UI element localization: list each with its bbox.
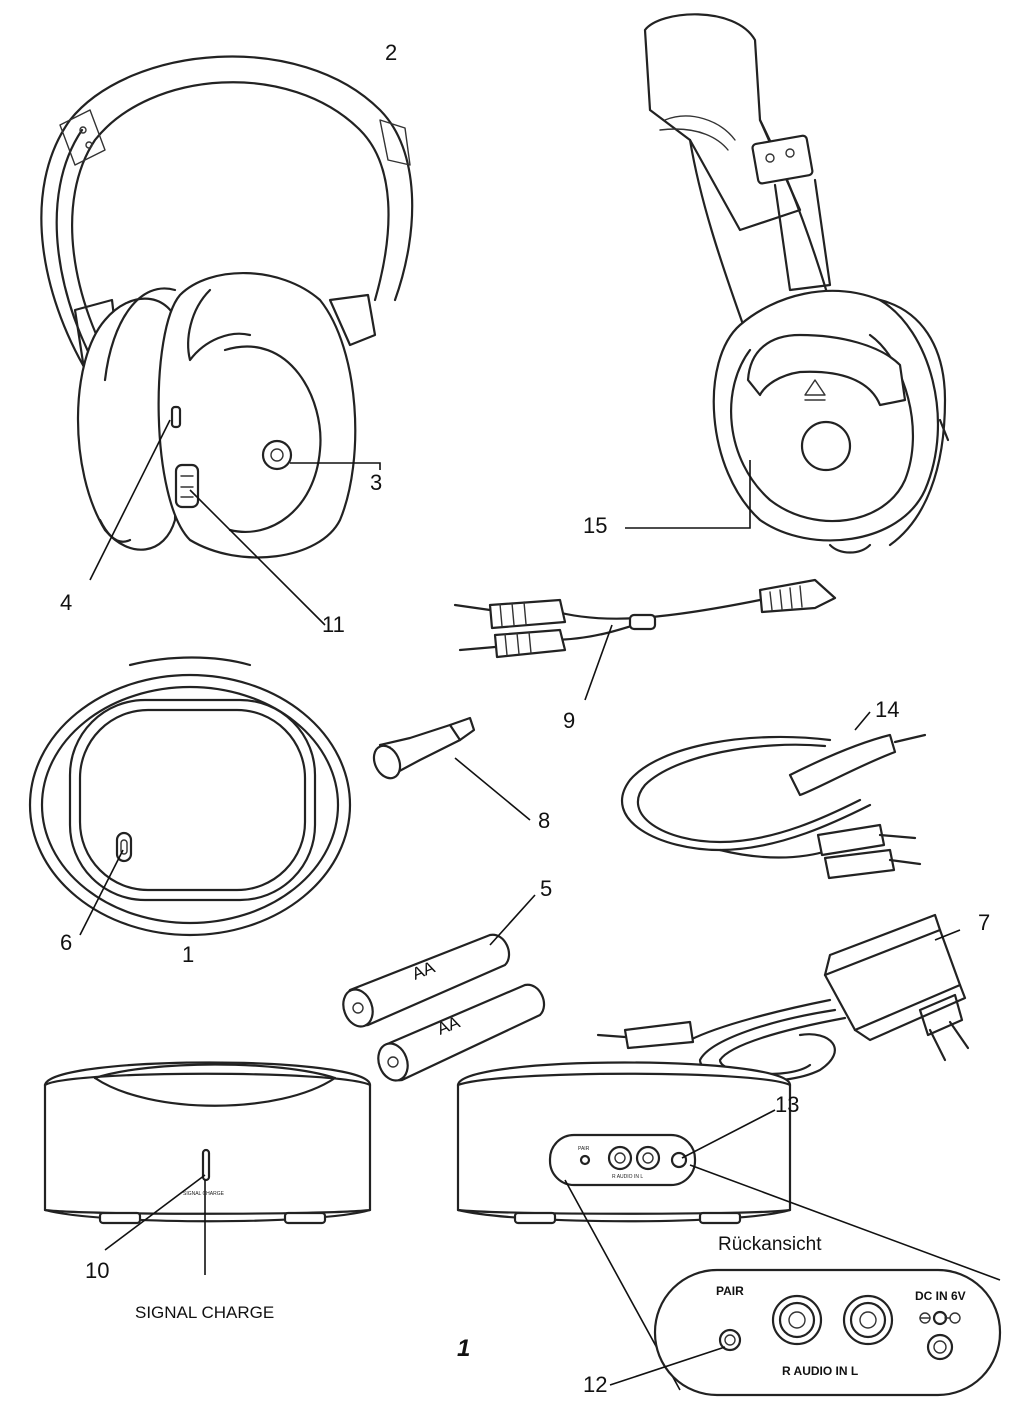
callout-14: 14 [875,697,899,722]
transmitter-front-view [43,1061,372,1225]
rear-panel-zoom [564,1164,1002,1397]
transmitter-back-view [456,1061,792,1225]
jack-adapter [372,716,476,780]
callout-4: 4 [60,590,72,615]
callout-15: 15 [583,513,607,538]
callout-7: 7 [978,910,990,935]
back-audio-in-small: R AUDIO IN L [612,1174,643,1180]
power-adapter [596,913,970,1083]
callout-1: 1 [182,942,194,967]
callout-3: 3 [370,470,382,495]
rear-view-label: Rückansicht [718,1234,822,1255]
callout-13: 13 [775,1092,799,1117]
dc-in-label: DC IN 6V [915,1289,966,1303]
callout-9: 9 [563,708,575,733]
back-pair-small: PAIR [578,1146,590,1152]
rca-y-cable [453,578,837,659]
callout-5: 5 [540,876,552,901]
callout-12: 12 [583,1372,607,1397]
leader-lines [79,419,961,1386]
transmitter-top-view [28,656,352,937]
headphones-rear-view [643,13,950,554]
jack-to-rca-cable [621,733,927,880]
callout-8: 8 [538,808,550,833]
audio-in-label: R AUDIO IN L [782,1364,858,1378]
headphones-front-view [40,55,414,559]
callout-2: 2 [385,40,397,65]
callout-11: 11 [322,612,345,637]
front-signal-charge-small: SIGNAL CHARGE [183,1191,225,1197]
callout-10: 10 [85,1258,109,1283]
callout-6: 6 [60,930,72,955]
pair-label: PAIR [716,1284,744,1298]
signal-charge-label: SIGNAL CHARGE [135,1303,274,1322]
figure-number: 1 [457,1335,470,1362]
aa-batteries [342,933,546,1082]
